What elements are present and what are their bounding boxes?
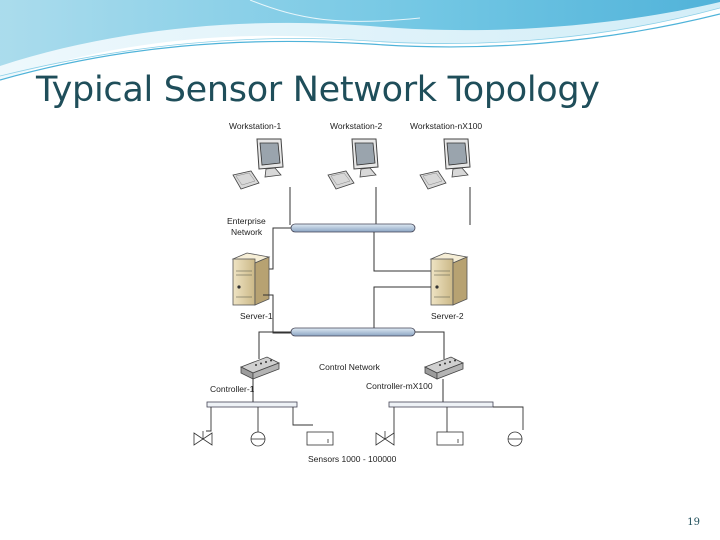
enterprise-network-bus bbox=[290, 223, 416, 233]
server-icon bbox=[430, 252, 468, 306]
header-swoosh-decoration bbox=[0, 0, 720, 81]
control-network-bus bbox=[290, 327, 416, 337]
server-1: Server-1 bbox=[232, 252, 273, 321]
control-network-label: Control Network bbox=[319, 362, 381, 372]
transmitter-box-icon bbox=[436, 431, 464, 446]
workstation-1: Workstation-1 bbox=[229, 121, 284, 190]
gauge-icon bbox=[250, 431, 266, 447]
server-2-label: Server-2 bbox=[431, 311, 464, 321]
gauge-icon bbox=[507, 431, 523, 447]
network-topology-diagram: Workstation-1 Workstation-2 Workstation-… bbox=[193, 117, 529, 467]
enterprise-network-label-2: Network bbox=[231, 227, 263, 237]
controller-1-label: Controller-1 bbox=[210, 384, 255, 394]
transmitter-box-icon bbox=[306, 431, 334, 446]
controller-m: Controller-mX100 bbox=[366, 356, 464, 391]
server-1-label: Server-1 bbox=[240, 311, 273, 321]
controller-1: Controller-1 bbox=[210, 356, 280, 394]
slide-title: Typical Sensor Network Topology bbox=[36, 70, 600, 110]
enterprise-network-label: Enterprise bbox=[227, 216, 266, 226]
workstation-n: Workstation-nX100 bbox=[410, 121, 482, 190]
workstation-n-label: Workstation-nX100 bbox=[410, 121, 482, 131]
field-bus-2 bbox=[388, 401, 494, 408]
workstation-1-label: Workstation-1 bbox=[229, 121, 282, 131]
workstation-2: Workstation-2 bbox=[327, 121, 383, 190]
workstation-2-label: Workstation-2 bbox=[330, 121, 383, 131]
sensors-label: Sensors 1000 - 100000 bbox=[308, 454, 397, 464]
server-icon bbox=[232, 252, 270, 306]
field-bus-1 bbox=[206, 401, 298, 408]
server-2: Server-2 bbox=[430, 252, 468, 321]
controller-m-label: Controller-mX100 bbox=[366, 381, 433, 391]
page-number: 19 bbox=[687, 517, 700, 528]
